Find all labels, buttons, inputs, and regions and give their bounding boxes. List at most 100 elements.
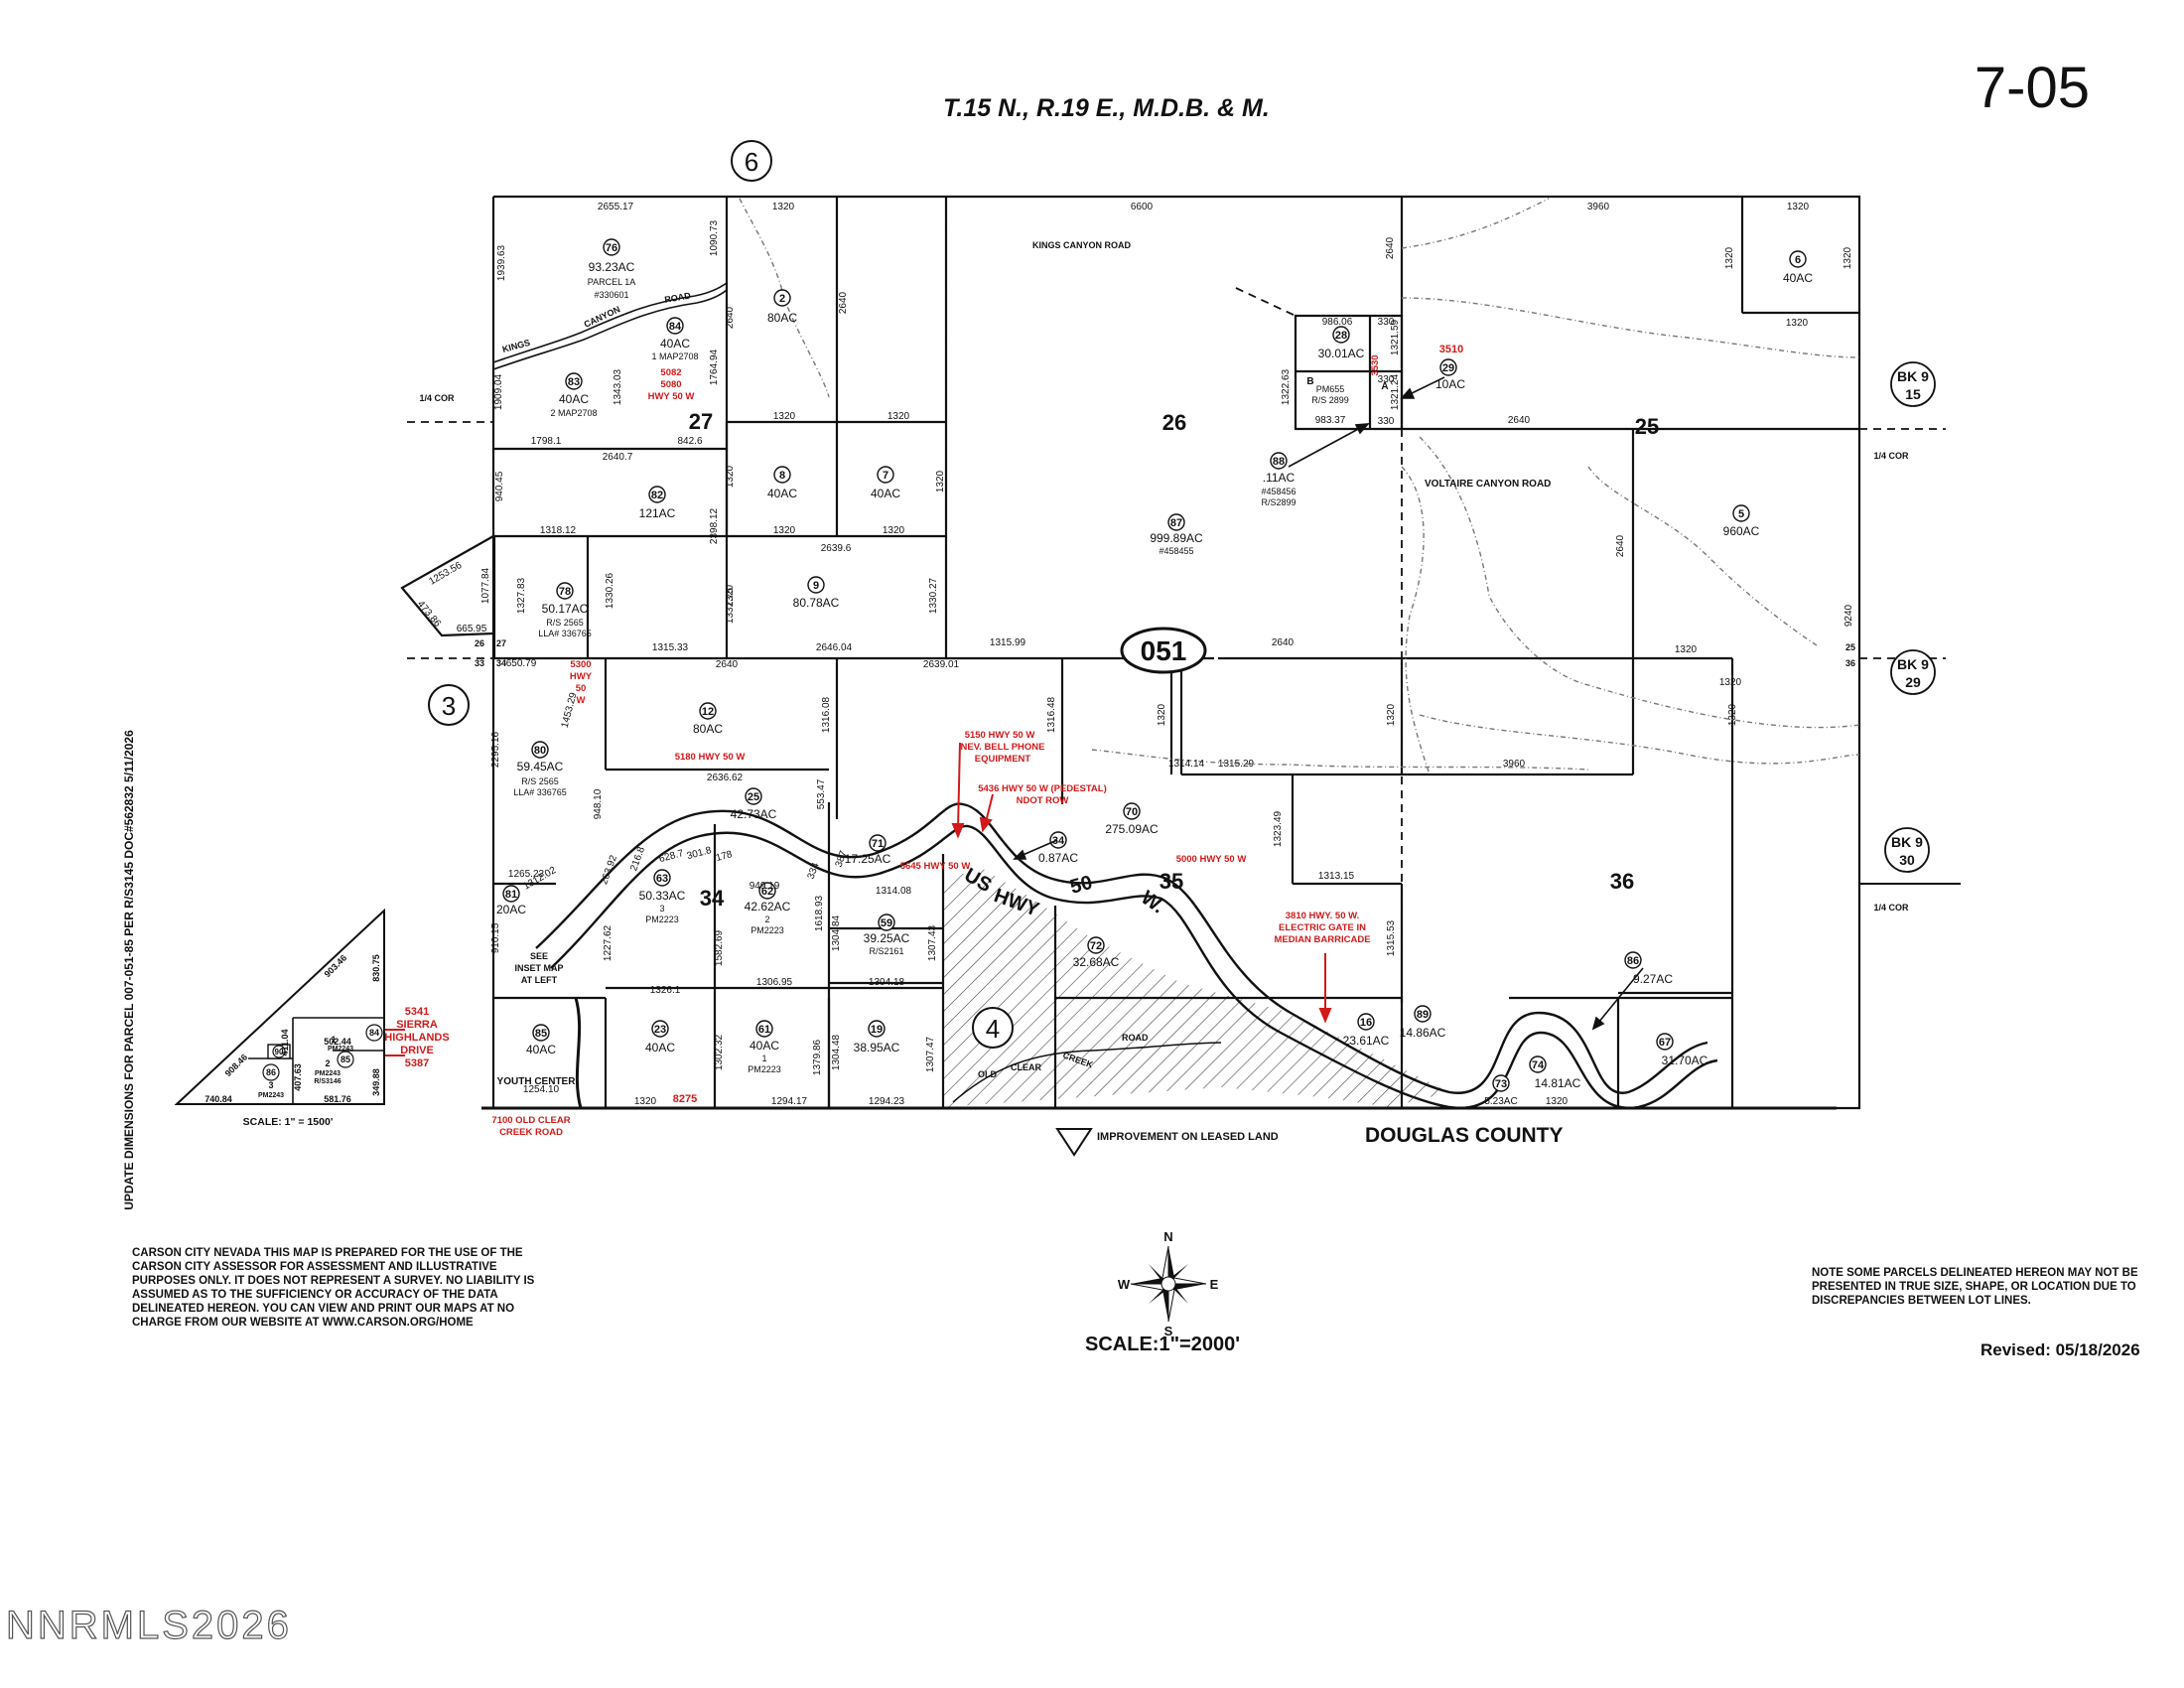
dim: 1379.86 [812,1039,823,1075]
parcel-area-7: 40AC [871,487,900,500]
occ-clear: CLEAR [1011,1062,1041,1072]
dim: 1304.18 [869,977,905,988]
dim: 2640 [716,659,739,670]
dim: 1764.94 [709,349,720,385]
parcel-extra-87: #458455 [1159,546,1193,556]
us-hwy-50 [535,802,1718,1109]
parcel-area-59: 39.25AC [864,931,910,945]
dim: 842.6 [677,436,702,447]
section-4-label: 4 [986,1014,1000,1044]
dim: 1306.95 [756,977,793,988]
dim: 2295.16 [490,731,501,768]
parcel-num-8: 8 [779,470,785,482]
dim: 2640 [1385,236,1396,259]
sierra-l4: DRIVE [400,1045,434,1056]
section-lines [407,197,1946,1108]
parcel-num-73: 73 [1495,1078,1507,1090]
dim: 9240 [1843,604,1854,627]
parcel-area-23: 40AC [645,1041,675,1055]
inset-parcel-85: 85 [341,1055,350,1064]
parcel-num-71: 71 [872,838,884,850]
dim: 1315.33 [652,642,689,653]
dim: 301.8 [686,845,713,862]
dim: 2398.12 [709,507,720,544]
dim: 2639.6 [821,543,852,554]
bk9-30-l2: 30 [1899,852,1915,868]
addr-3510: 3510 [1439,344,1463,355]
inset-parcel-85-e3: R/S3146 [314,1078,341,1085]
parcel-num-81: 81 [505,889,517,901]
parcel-num-72: 72 [1090,940,1102,952]
township-title: T.15 N., R.19 E., M.D.B. & M. [943,94,1270,122]
parcel-area-28: 30.01AC [1318,347,1365,360]
parcel-num-67: 67 [1659,1037,1671,1049]
inset-dim-5: 411.04 [280,1029,290,1055]
parcel-num-9: 9 [813,580,819,592]
dim: 1798.1 [531,436,562,447]
parcel-area-62: 42.62AC [745,900,791,914]
bk9-15-l1: BK 9 [1897,368,1929,384]
parcel-area-71: 17.25AC [845,852,891,866]
bk9-29-l2: 29 [1905,674,1921,690]
parcel-area-29: 10AC [1435,377,1465,391]
dim: 1323.49 [1273,810,1284,847]
inset-dim-4: 407.63 [293,1063,303,1091]
parcel-area-85: 40AC [526,1043,556,1056]
dim: 1307.47 [925,1036,936,1072]
dim: 1320 [1787,202,1810,212]
dim: 1320 [1727,703,1738,726]
douglas-county-label: DOUGLAS COUNTY [1365,1124,1564,1147]
dim: 3960 [1587,202,1610,212]
dim: 330 [1378,374,1395,385]
see-inset-l3: AT LEFT [521,975,558,985]
dim: 1316.08 [821,696,832,733]
addr-8275: 8275 [673,1093,697,1105]
inset-dim-7: 740.84 [205,1094,232,1104]
dim: 330 [1378,416,1395,427]
addr-12: 5180 HWY 50 W [675,752,746,763]
parcel-area-84: 40AC [660,337,690,351]
youth-center-label: YOUTH CENTER [497,1076,577,1087]
parcel-num-84: 84 [669,321,682,333]
dim: 940.45 [494,471,505,501]
inset-parcel-84: 84 [369,1028,379,1038]
note-text: NOTE SOME PARCELS DELINEATED HEREON MAY … [1812,1267,2138,1308]
parcel-num-86: 86 [1627,955,1639,967]
clear-creek-l1: 7100 OLD CLEAR [491,1115,570,1126]
parcel-extra2-80: LLA# 336765 [513,787,567,797]
dim: 665.95 [457,624,487,634]
dim: 1321.59 [1390,319,1401,355]
dim: 1320 [1386,703,1397,726]
parcel-num-23: 23 [654,1024,666,1036]
parcel-num-85: 85 [535,1028,547,1040]
parcel-extra-61: 1 [761,1054,766,1063]
dim: 1302.32 [714,1034,725,1070]
dim: 1320 [883,525,905,536]
dim: 1313.15 [1318,871,1355,882]
parcel-area-76: 93.23AC [589,260,635,274]
gate-l3: MEDIAN BARRICADE [1274,934,1370,945]
addr-78-l2: HWY [570,671,593,682]
dim: 1330.27 [928,577,939,614]
dim: 1343.03 [613,368,623,405]
parcel-num-28: 28 [1335,330,1347,342]
inset-parcel-90: 90 [275,1048,284,1056]
parcel-extra-88: #458456 [1261,487,1296,496]
parcel-extra2-88: R/S2899 [1261,497,1296,507]
parcel-num-34: 34 [1052,835,1065,847]
dim: 1320 [725,465,736,488]
parcel-extra-83: 2 MAP2708 [550,408,597,418]
parcel-num-19: 19 [871,1024,883,1036]
addr-84-l2: 5080 [660,379,681,390]
parcel-area-87: 999.89AC [1150,531,1203,545]
dim: 553.47 [816,778,827,809]
creek-line [574,997,583,1109]
gate-l1: 3810 HWY. 50 W. [1286,911,1359,921]
parcel-area-70: 275.09AC [1105,822,1159,836]
improvement-triangle-icon [1055,1128,1093,1157]
dim: 1320 [773,525,796,536]
hwy-50-label: 50 [1068,872,1095,899]
parcel-area-5: 960AC [1723,524,1760,538]
parcel-extra-59: R/S2161 [869,946,903,956]
parcel-extra2-62: PM2223 [751,925,784,935]
